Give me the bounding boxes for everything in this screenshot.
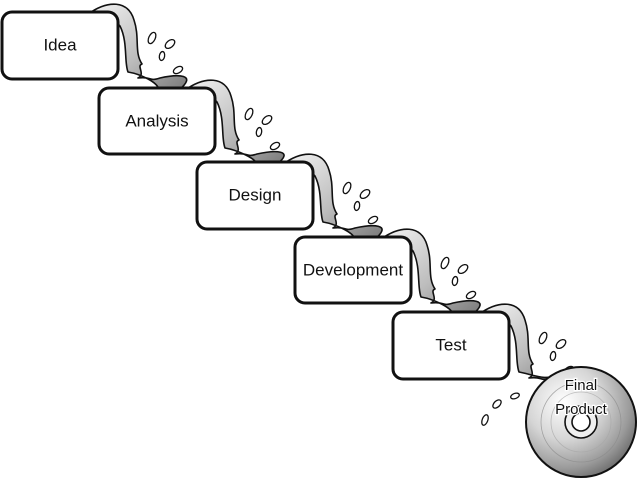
final-product: Final Product	[525, 366, 637, 478]
water-droplet	[510, 392, 520, 400]
water-droplet	[481, 414, 489, 426]
stage-design-label: Design	[229, 185, 282, 204]
water-droplet	[244, 107, 254, 121]
water-droplet	[555, 338, 567, 350]
water-droplet	[451, 275, 459, 287]
final-product-label-line2: Product	[555, 401, 608, 418]
water-droplet	[255, 126, 263, 138]
water-droplet	[353, 200, 361, 212]
water-droplet	[269, 141, 281, 151]
stage-idea: Idea	[0, 10, 120, 81]
stage-development-label: Development	[303, 260, 403, 279]
water-droplet	[172, 65, 184, 75]
water-droplet	[492, 399, 502, 409]
stage-development-box	[293, 235, 413, 305]
water-droplet	[465, 290, 477, 300]
stage-analysis-label: Analysis	[125, 111, 188, 130]
stage-test: Test	[391, 310, 511, 381]
water-droplet	[158, 50, 166, 62]
stage-design-box	[195, 160, 315, 231]
water-droplet	[538, 331, 548, 345]
stage-test-box	[391, 310, 511, 381]
stage-design: Design	[195, 160, 315, 231]
water-droplet	[457, 263, 469, 275]
water-droplet	[261, 114, 273, 126]
water-droplet	[359, 188, 371, 200]
stage-analysis-box	[97, 86, 217, 156]
water-droplet	[342, 181, 352, 195]
stage-analysis: Analysis	[97, 86, 217, 156]
water-droplet	[549, 350, 557, 362]
stage-boxes: Idea Analysis Design Development Test	[0, 10, 511, 381]
water-droplet	[147, 31, 157, 45]
stage-idea-label: Idea	[43, 35, 77, 54]
water-droplet	[440, 256, 450, 270]
final-product-label-line1: Final	[565, 377, 598, 394]
stage-test-label: Test	[435, 335, 466, 354]
water-flow	[87, 3, 188, 91]
water-droplet	[164, 38, 176, 50]
disc-icon	[525, 366, 637, 478]
water-droplet	[367, 215, 379, 225]
stage-idea-box	[0, 10, 120, 81]
stage-development: Development	[293, 235, 413, 305]
